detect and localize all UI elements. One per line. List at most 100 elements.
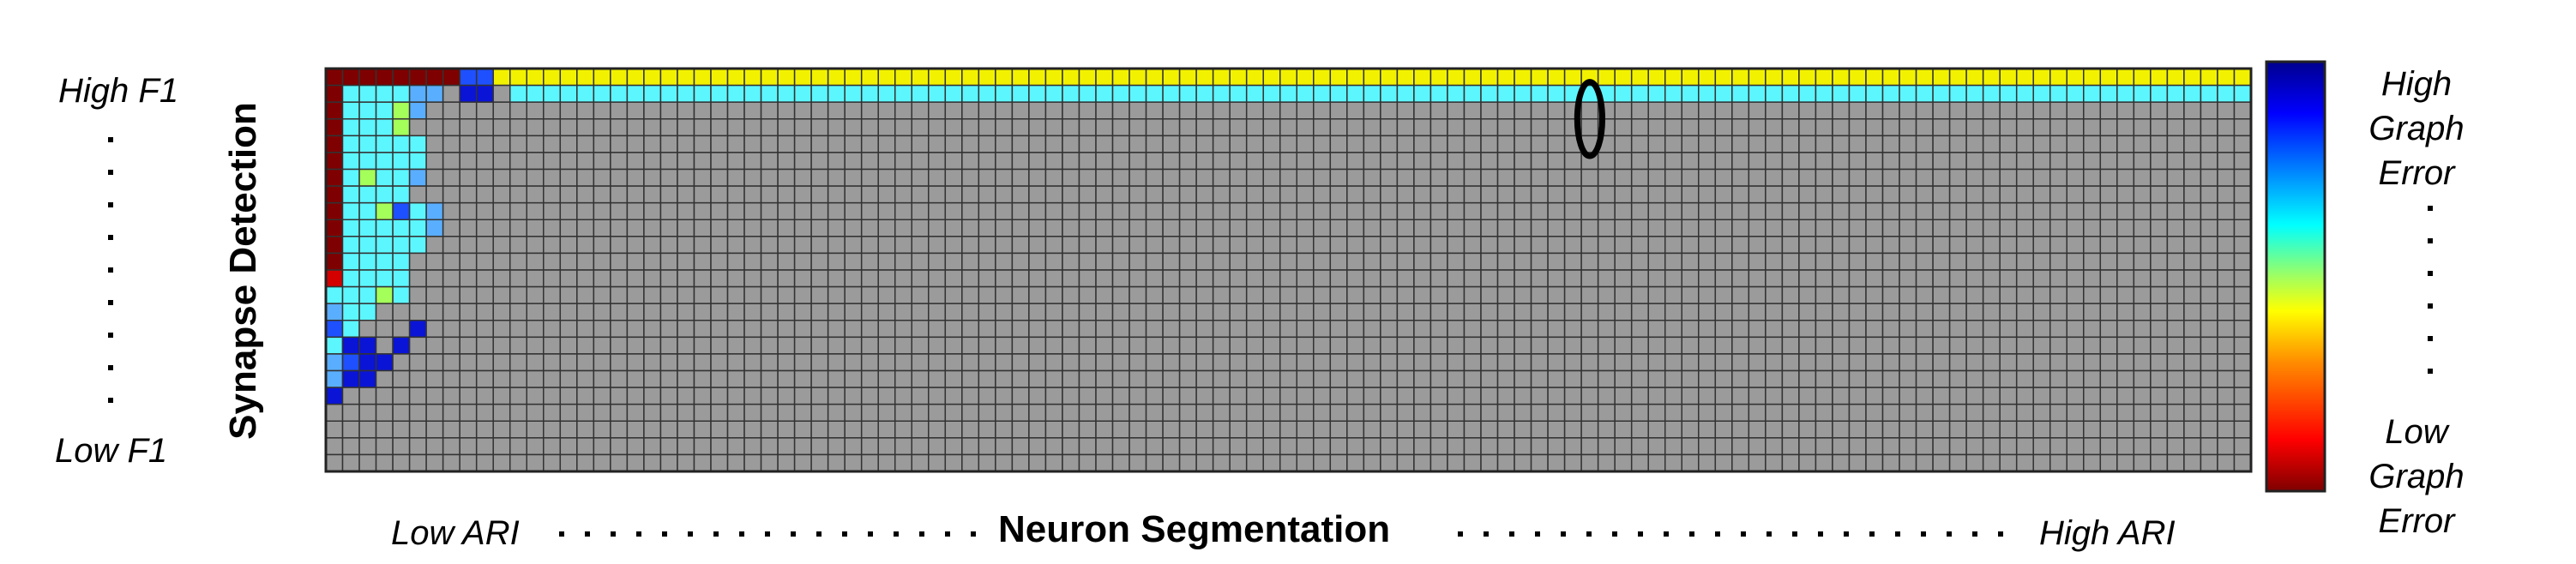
- heatmap-cell-r20-c95: [1915, 403, 1934, 423]
- heatmap-cell-r22-c5: [408, 437, 427, 456]
- heatmap-cell-r12-c60: [1329, 269, 1348, 288]
- heatmap-cell-r11-c25: [743, 252, 762, 271]
- heatmap-cell-r13-c110: [2166, 285, 2185, 304]
- heatmap-cell-r18-c1: [341, 369, 360, 388]
- heatmap-cell-r16-c38: [961, 336, 980, 355]
- heatmap-cell-r1-c14: [559, 84, 578, 103]
- heatmap-cell-r19-c78: [1630, 387, 1649, 405]
- heatmap-cell-r12-c112: [2200, 269, 2218, 288]
- heatmap-cell-r16-c75: [1580, 336, 1599, 355]
- heatmap-cell-r10-c65: [1413, 236, 1432, 255]
- heatmap-cell-r11-c76: [1597, 252, 1616, 271]
- heatmap-cell-r13-c1: [341, 285, 360, 304]
- heatmap-cell-r15-c103: [2049, 320, 2068, 339]
- heatmap-cell-r11-c15: [576, 252, 595, 271]
- heatmap-cell-r18-c72: [1530, 369, 1549, 388]
- heatmap-cell-r11-c61: [1346, 252, 1365, 271]
- heatmap-cell-r23-c33: [877, 453, 896, 472]
- heatmap-cell-r4-c30: [827, 135, 846, 153]
- heatmap-cell-r10-c73: [1547, 236, 1566, 255]
- heatmap-cell-r12-c27: [777, 269, 796, 288]
- y-low-label: Low F1: [55, 432, 168, 470]
- heatmap-cell-r9-c107: [2116, 219, 2135, 237]
- heatmap-cell-r23-c53: [1212, 453, 1231, 472]
- heatmap-cell-r7-c20: [659, 185, 678, 204]
- heatmap-cell-r6-c49: [1145, 168, 1164, 187]
- heatmap-cell-r0-c36: [928, 68, 947, 87]
- heatmap-cell-r12-c30: [827, 269, 846, 288]
- heatmap-cell-r10-c93: [1881, 236, 1900, 255]
- heatmap-cell-r22-c13: [543, 437, 562, 456]
- heatmap-cell-r21-c12: [526, 420, 545, 439]
- heatmap-cell-r22-c97: [1948, 437, 1967, 456]
- heatmap-cell-r17-c59: [1313, 353, 1332, 372]
- heatmap-cell-r21-c46: [1095, 420, 1114, 439]
- heatmap-cell-r5-c102: [2032, 152, 2051, 171]
- heatmap-cell-r7-c69: [1480, 185, 1499, 204]
- heatmap-cell-r6-c110: [2166, 168, 2185, 187]
- heatmap-cell-r9-c69: [1480, 219, 1499, 237]
- heatmap-cell-r22-c12: [526, 437, 545, 456]
- heatmap-cell-r17-c68: [1463, 353, 1482, 372]
- heatmap-cell-r8-c83: [1714, 201, 1733, 220]
- heatmap-cell-r19-c92: [1865, 387, 1884, 405]
- heatmap-cell-r21-c59: [1313, 420, 1332, 439]
- heatmap-cell-r13-c92: [1865, 285, 1884, 304]
- heatmap-cell-r6-c67: [1447, 168, 1466, 187]
- heatmap-cell-r7-c64: [1396, 185, 1415, 204]
- heatmap-cell-r7-c97: [1948, 185, 1967, 204]
- heatmap-cell-r8-c1: [341, 201, 360, 220]
- heatmap-cell-r9-c42: [1028, 219, 1047, 237]
- heatmap-cell-r10-c0: [325, 236, 344, 255]
- heatmap-cell-r15-c81: [1681, 320, 1700, 339]
- heatmap-cell-r10-c61: [1346, 236, 1365, 255]
- heatmap-cell-r12-c11: [509, 269, 528, 288]
- heatmap-cell-r3-c24: [726, 118, 745, 137]
- heatmap-cell-r22-c54: [1229, 437, 1248, 456]
- heatmap-cell-r11-c109: [2150, 252, 2169, 271]
- heatmap-cell-r3-c104: [2066, 118, 2085, 137]
- heatmap-cell-r3-c25: [743, 118, 762, 137]
- heatmap-cell-r21-c104: [2066, 420, 2085, 439]
- heatmap-cell-r6-c16: [593, 168, 611, 187]
- heatmap-cell-r21-c78: [1630, 420, 1649, 439]
- heatmap-cell-r11-c106: [2099, 252, 2118, 271]
- heatmap-cell-r13-c11: [509, 285, 528, 304]
- heatmap-cell-r15-c31: [844, 320, 863, 339]
- heatmap-cell-r18-c95: [1915, 369, 1934, 388]
- heatmap-cell-r2-c87: [1781, 101, 1800, 120]
- heatmap-cell-r3-c6: [425, 118, 444, 137]
- heatmap-cell-r4-c27: [777, 135, 796, 153]
- heatmap-cell-r2-c29: [810, 101, 829, 120]
- x-dots-right-dot: [1766, 531, 1772, 537]
- heatmap-cell-r21-c39: [978, 420, 996, 439]
- heatmap-cell-r12-c110: [2166, 269, 2185, 288]
- heatmap-cell-r16-c64: [1396, 336, 1415, 355]
- heatmap-cell-r7-c108: [2133, 185, 2152, 204]
- heatmap-cell-r18-c69: [1480, 369, 1499, 388]
- heatmap-cell-r18-c67: [1447, 369, 1466, 388]
- heatmap-cell-r14-c59: [1313, 303, 1332, 321]
- heatmap-cell-r3-c15: [576, 118, 595, 137]
- heatmap-cell-r5-c65: [1413, 152, 1432, 171]
- heatmap-cell-r15-c96: [1932, 320, 1951, 339]
- heatmap-cell-r9-c66: [1429, 219, 1448, 237]
- heatmap-cell-r5-c46: [1095, 152, 1114, 171]
- heatmap-cell-r4-c61: [1346, 135, 1365, 153]
- heatmap-cell-r19-c3: [375, 387, 394, 405]
- heatmap-cell-r12-c46: [1095, 269, 1114, 288]
- heatmap-cell-r6-c58: [1296, 168, 1315, 187]
- heatmap-cell-r17-c42: [1028, 353, 1047, 372]
- heatmap-cell-r13-c54: [1229, 285, 1248, 304]
- x-dots-right-dot: [1947, 531, 1952, 537]
- heatmap-cell-r7-c6: [425, 185, 444, 204]
- heatmap-cell-r1-c11: [509, 84, 528, 103]
- heatmap-cell-r5-c50: [1162, 152, 1181, 171]
- heatmap-cell-r23-c60: [1329, 453, 1348, 472]
- heatmap-cell-r3-c17: [610, 118, 629, 137]
- heatmap-cell-r17-c45: [1078, 353, 1097, 372]
- heatmap-cell-r22-c62: [1363, 437, 1381, 456]
- heatmap-cell-r7-c9: [475, 185, 494, 204]
- heatmap-cell-r9-c104: [2066, 219, 2085, 237]
- heatmap-cell-r2-c47: [1111, 101, 1130, 120]
